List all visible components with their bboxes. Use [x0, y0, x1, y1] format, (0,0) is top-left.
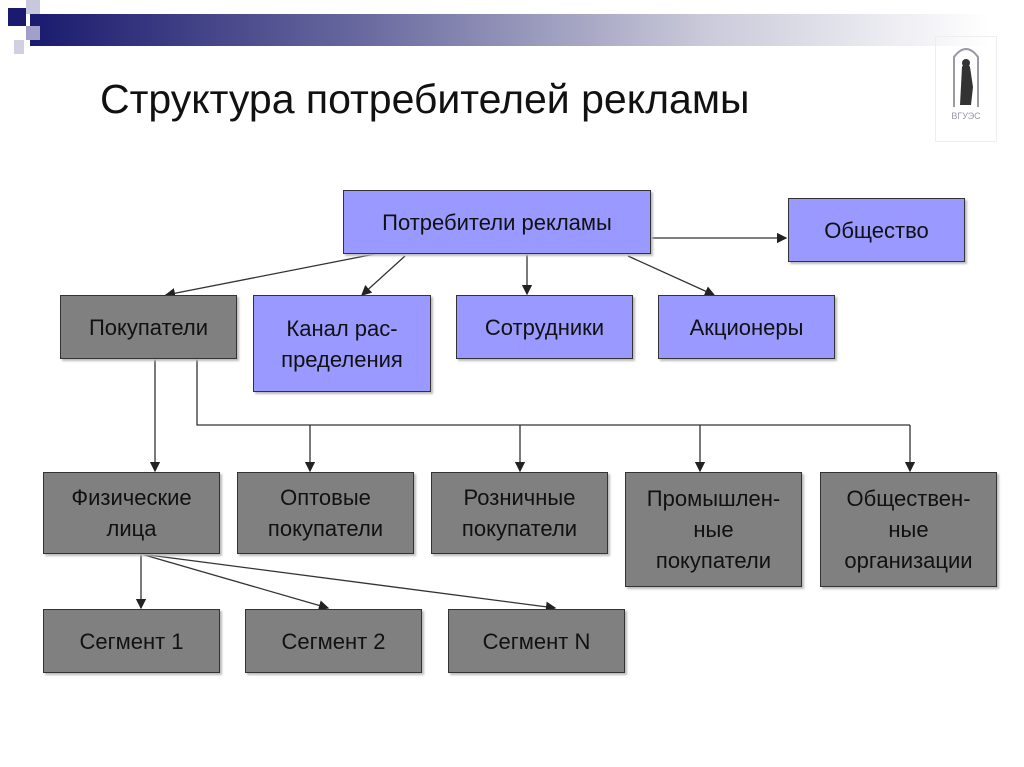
decor-square [8, 8, 26, 26]
header-gradient-bar [30, 14, 990, 46]
node-society: Общество [788, 198, 965, 262]
node-channel: Канал рас- пределения [253, 295, 431, 392]
arrow-segment2 [140, 553, 330, 611]
decor-square [26, 26, 40, 40]
node-employees: Сотрудники [456, 295, 633, 359]
decor-square [26, 0, 40, 14]
arrow-root-buyers [164, 253, 376, 299]
node-root: Потребители рекламы [343, 190, 651, 254]
node-segment2: Сегмент 2 [245, 609, 422, 673]
node-retail: Розничные покупатели [431, 472, 608, 554]
node-buyers: Покупатели [60, 295, 237, 359]
node-industrial: Промышлен- ные покупатели [625, 472, 802, 587]
node-segment1: Сегмент 1 [43, 609, 220, 673]
node-shareholders: Акционеры [658, 295, 835, 359]
arrow-root-shareholders [627, 255, 716, 296]
slide-title: Структура потребителей рекламы [100, 76, 750, 122]
node-wholesale: Оптовые покупатели [237, 472, 414, 554]
node-segmentN: Сегмент N [448, 609, 625, 673]
university-logo: ВГУЭС [935, 36, 997, 142]
arrow-root-channel [361, 255, 406, 296]
decor-square [14, 40, 24, 54]
node-individuals: Физические лица [43, 472, 220, 554]
bus-line [196, 358, 910, 426]
svg-text:ВГУЭС: ВГУЭС [951, 111, 981, 121]
arrow-segmentN [140, 553, 557, 612]
node-public-org: Обществен- ные организации [820, 472, 997, 587]
